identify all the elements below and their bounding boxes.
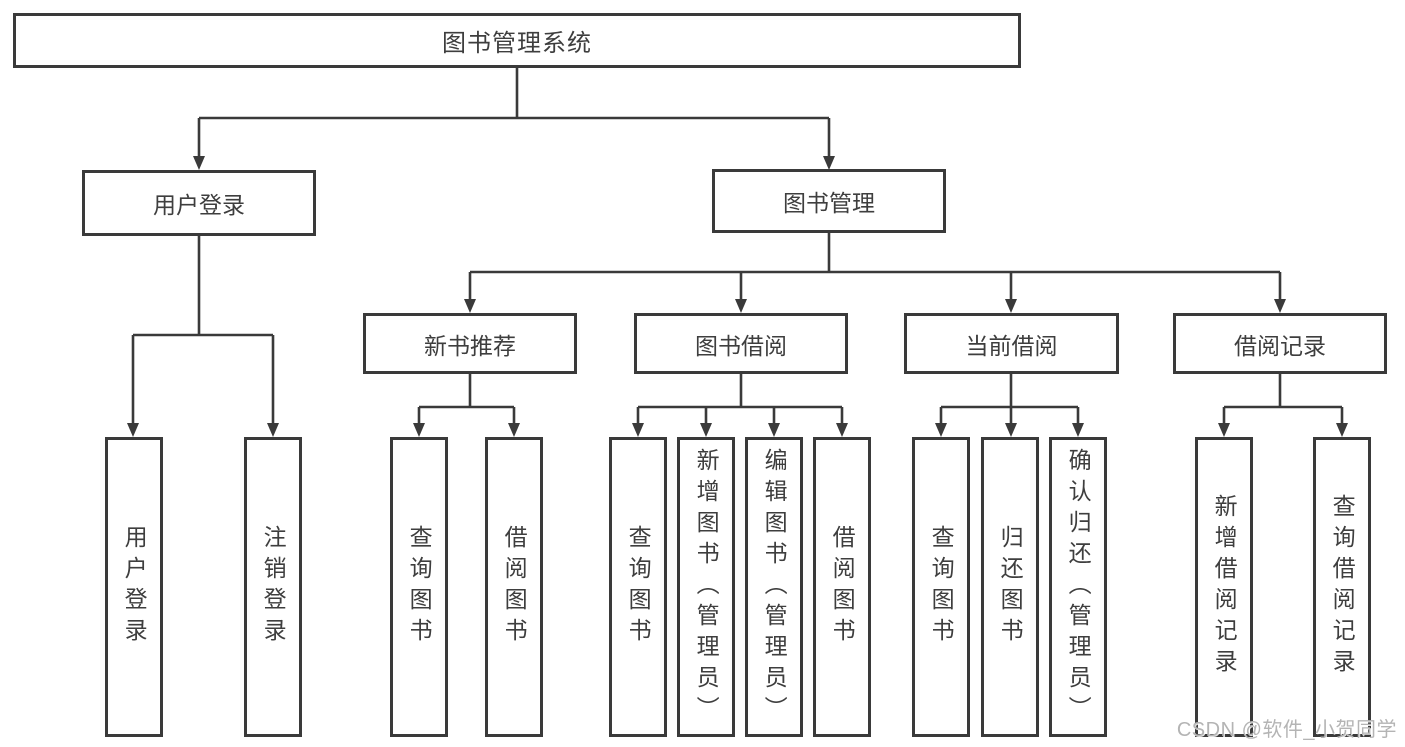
node-leaf-logout: 注销登录 [244,437,302,737]
node-user-login: 用户登录 [82,170,316,236]
node-leaf-query-books-1: 查询图书 [390,437,448,737]
node-leaf-borrow-books-1: 借阅图书 [485,437,543,737]
arrow-down-icon [836,423,848,437]
arrow-down-icon [1336,423,1348,437]
node-leaf-borrow-books-2: 借阅图书 [813,437,871,737]
node-book-management: 图书管理 [712,169,946,233]
arrow-down-icon [464,299,476,313]
arrow-down-icon [935,423,947,437]
node-leaf-add-book-admin: 新增图书（管理员） [677,437,735,737]
node-leaf-user-login: 用户登录 [105,437,163,737]
leaf-label: 归还图书 [997,525,1024,649]
arrow-down-icon [193,156,205,170]
node-leaf-query-books-3: 查询图书 [912,437,970,737]
arrow-down-icon [735,299,747,313]
arrow-down-icon [1274,299,1286,313]
leaf-label: 借阅图书 [829,525,856,649]
node-leaf-query-borrow-record: 查询借阅记录 [1313,437,1371,737]
arrow-down-icon [700,423,712,437]
node-current-borrowing: 当前借阅 [904,313,1119,374]
leaf-label: 新增图书（管理员） [693,447,720,727]
leaf-label: 查询图书 [928,525,955,649]
csdn-watermark: CSDN @软件_小贺同学 [1176,719,1397,741]
arrow-down-icon [413,423,425,437]
arrow-down-icon [632,423,644,437]
leaf-label: 注销登录 [260,525,287,649]
arrow-down-icon [1005,299,1017,313]
node-leaf-confirm-return-admin: 确认归还（管理员） [1049,437,1107,737]
leaf-label: 查询借阅记录 [1329,494,1356,680]
leaf-label: 编辑图书（管理员） [761,447,788,727]
arrow-down-icon [127,423,139,437]
arrow-down-icon [823,156,835,170]
arrow-down-icon [1005,423,1017,437]
node-library-management-system: 图书管理系统 [13,13,1021,68]
arrow-down-icon [1218,423,1230,437]
node-book-borrowing: 图书借阅 [634,313,848,374]
arrow-down-icon [508,423,520,437]
arrow-down-icon [267,423,279,437]
leaf-label: 用户登录 [121,525,148,649]
node-leaf-add-borrow-record: 新增借阅记录 [1195,437,1253,737]
leaf-label: 查询图书 [406,525,433,649]
node-new-book-recommend: 新书推荐 [363,313,577,374]
arrow-down-icon [1072,423,1084,437]
leaf-label: 新增借阅记录 [1211,494,1238,680]
leaf-label: 查询图书 [625,525,652,649]
leaf-label: 借阅图书 [501,525,528,649]
node-leaf-query-books-2: 查询图书 [609,437,667,737]
arrow-down-icon [768,423,780,437]
leaf-label: 确认归还（管理员） [1065,447,1092,727]
connector-path [131,68,1344,425]
node-leaf-return-books: 归还图书 [981,437,1039,737]
node-borrow-records: 借阅记录 [1173,313,1387,374]
node-leaf-edit-book-admin: 编辑图书（管理员） [745,437,803,737]
